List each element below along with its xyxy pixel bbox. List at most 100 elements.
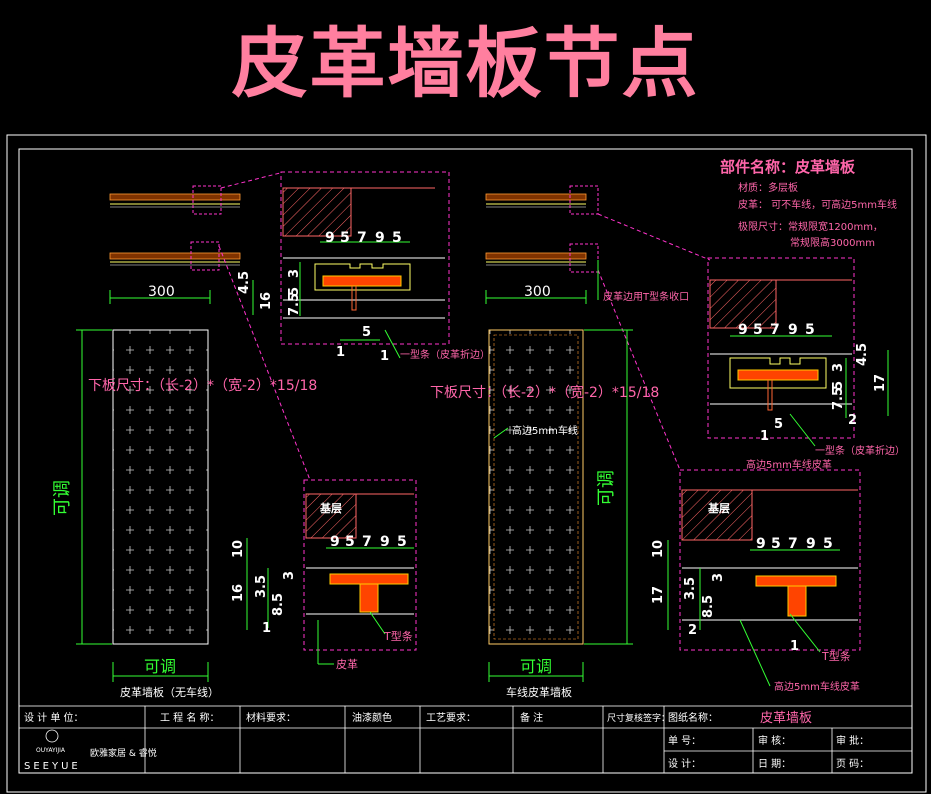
title-block-text: 设 计 单 位： 工 程 名 称： 材料要求： 油漆颜色 工艺要求： 备 注 尺… [24,711,869,772]
spec-limit-2: 常规限高3000mm [790,236,875,249]
r-d2-li-3: 2 [688,623,697,638]
l-d1-b-0: 1 [336,345,345,360]
l-d1-top-3: 9 [375,230,385,246]
r-d1-ri-3: 2 [848,413,857,428]
spec-notes: 部件名称：皮革墙板 材质：多层板 皮革： 可不车线，可高边5mm车线 极限尺寸：… [720,158,897,249]
right-dim-bottom: 可调 [520,657,552,676]
left-section: 300 可调 可调 皮革墙板（无车线） 下板尺寸：（长-2）*（宽-2）*15/… [52,171,490,699]
r-inside-note: 高边5mm车线 [512,424,578,437]
r-d1-ri-0: 3 [831,363,846,372]
right-plan-strip-bottom [485,243,599,273]
left-detail-2: 基层 9 5 7 9 5 10 16 3 3.5 8.5 [231,479,417,671]
r-d2-label-t: T型条 [821,649,851,663]
left-caption: 皮革墙板（无车线） [120,685,219,699]
l-d1-label: 一型条（皮革折边） [400,348,490,361]
title-block [18,705,913,774]
r-d2-top-3: 9 [806,536,816,552]
r-d2-top-4: 5 [823,536,833,552]
l-d2-lo-1: 16 [231,584,246,602]
l-d2-top-3: 9 [380,534,390,550]
title-banner: 皮革墙板节点 [0,0,931,130]
l-d2-li-0: 3 [282,571,297,580]
r-d1-top-1: 5 [753,322,763,338]
left-detail-1: 9 5 7 9 5 3 5 7.5 4.5 16 1 5 1 [237,171,490,364]
r-d1-ro-0: 4.5 [855,343,870,366]
r-d2-top-2: 7 [788,536,798,552]
spec-heading: 部件名称：皮革墙板 [720,158,856,176]
right-dim-side: 可调 [596,470,617,506]
tb-sheet-no: 单 号： [668,735,701,747]
r-d2-bottom: 1 [790,639,799,654]
r-edge-note: 皮革边用T型条收口 [603,290,689,303]
tb-size-confirm: 尺寸复核签字： [607,712,670,724]
l-d1-r-1: 5 [287,287,302,296]
l-d1-top-2: 7 [357,230,367,246]
l-d2-top-0: 9 [330,534,340,550]
l-d1-top-4: 5 [392,230,402,246]
r-d2-top-1: 5 [771,536,781,552]
l-d1-b-2: 1 [380,349,389,364]
r-d2-li-0: 3 [711,573,726,582]
l-d2-top-2: 7 [362,534,372,550]
left-dim-300: 300 [148,284,175,300]
l-d2-base: 基层 [319,501,342,515]
left-plan-strip-bottom [109,241,241,271]
tb-remarks: 备 注 [520,711,543,724]
tb-design-unit: 设 计 单 位： [24,711,84,724]
left-dim-bottom: 可调 [144,657,176,676]
r-d1-ro-1: 17 [873,374,888,392]
l-d1-top-0: 9 [325,230,335,246]
r-d2-li-1: 3.5 [683,577,698,600]
tb-process-req: 工艺要求： [426,712,476,724]
tb-review1: 审 核： [758,734,791,747]
l-d1-c-0: 4.5 [237,271,252,294]
r-d2-lo-1: 17 [651,586,666,604]
tb-review2: 审 批： [836,734,869,747]
r-d1-b-0: 1 [760,429,769,444]
l-d1-b-1: 5 [362,325,371,340]
spec-material: 材质：多层板 [738,181,798,194]
r-d1-b-1: 5 [774,417,783,432]
r-d2-lo-0: 10 [651,540,666,558]
tb-paint-color: 油漆颜色 [352,711,392,724]
right-formula: 下板尺寸：（长-2）*（宽-2）*15/18 [430,384,659,401]
l-d2-li-3: 1 [262,621,271,636]
right-plan-strip-top [485,185,599,215]
spec-limit-1: 极限尺寸：常规限宽1200mm， [738,220,883,233]
tb-company: 欧雅家居 & 睿悦 [90,747,157,759]
tb-page: 页 码： [836,758,869,770]
l-d2-top-4: 5 [397,534,407,550]
l-d1-r-2: 7.5 [287,293,302,316]
right-detail-2: 基层 9 5 7 9 5 10 17 3 3.5 8.5 [651,469,861,693]
tb-design: 设 计： [668,757,701,770]
tb-project-name: 工 程 名 称： [160,711,220,724]
left-formula: 下板尺寸：（长-2）*（宽-2）*15/18 [88,377,317,394]
tb-brand-small: OUYAYIJIA [36,747,66,754]
l-d1-top-1: 5 [340,230,350,246]
right-caption: 车线皮革墙板 [506,685,572,699]
right-dim-300: 300 [524,284,551,300]
tb-drawing-name-label: 图纸名称： [668,711,718,724]
l-d1-r-0: 3 [287,269,302,278]
l-d2-li-1: 3.5 [254,575,269,598]
l-d2-lo-0: 10 [231,540,246,558]
right-panel-elevation [488,329,584,645]
left-panel-elevation [112,329,209,645]
page-title: 皮革墙板节点 [231,19,700,108]
r-d1-ri-1: 5 [831,381,846,390]
tb-date: 日 期： [758,758,791,770]
l-d2-li-2: 8.5 [271,593,286,616]
r-d2-top-0: 9 [756,536,766,552]
l-d2-label-t: T型条 [383,629,413,643]
tb-material-req: 材料要求： [246,711,296,724]
r-d1-label: 一型条（皮革折边） [815,444,905,457]
r-d1-top-2: 7 [770,322,780,338]
l-d2-top-1: 5 [345,534,355,550]
left-plan-strip-top [109,185,241,215]
r-d1-top-0: 9 [738,322,748,338]
tb-drawing-name: 皮革墙板 [760,711,812,726]
r-d2-base: 基层 [707,501,730,515]
r-d1-label2: 高边5mm车线皮革 [746,458,832,471]
tb-brand: SEEYUE [24,761,81,772]
